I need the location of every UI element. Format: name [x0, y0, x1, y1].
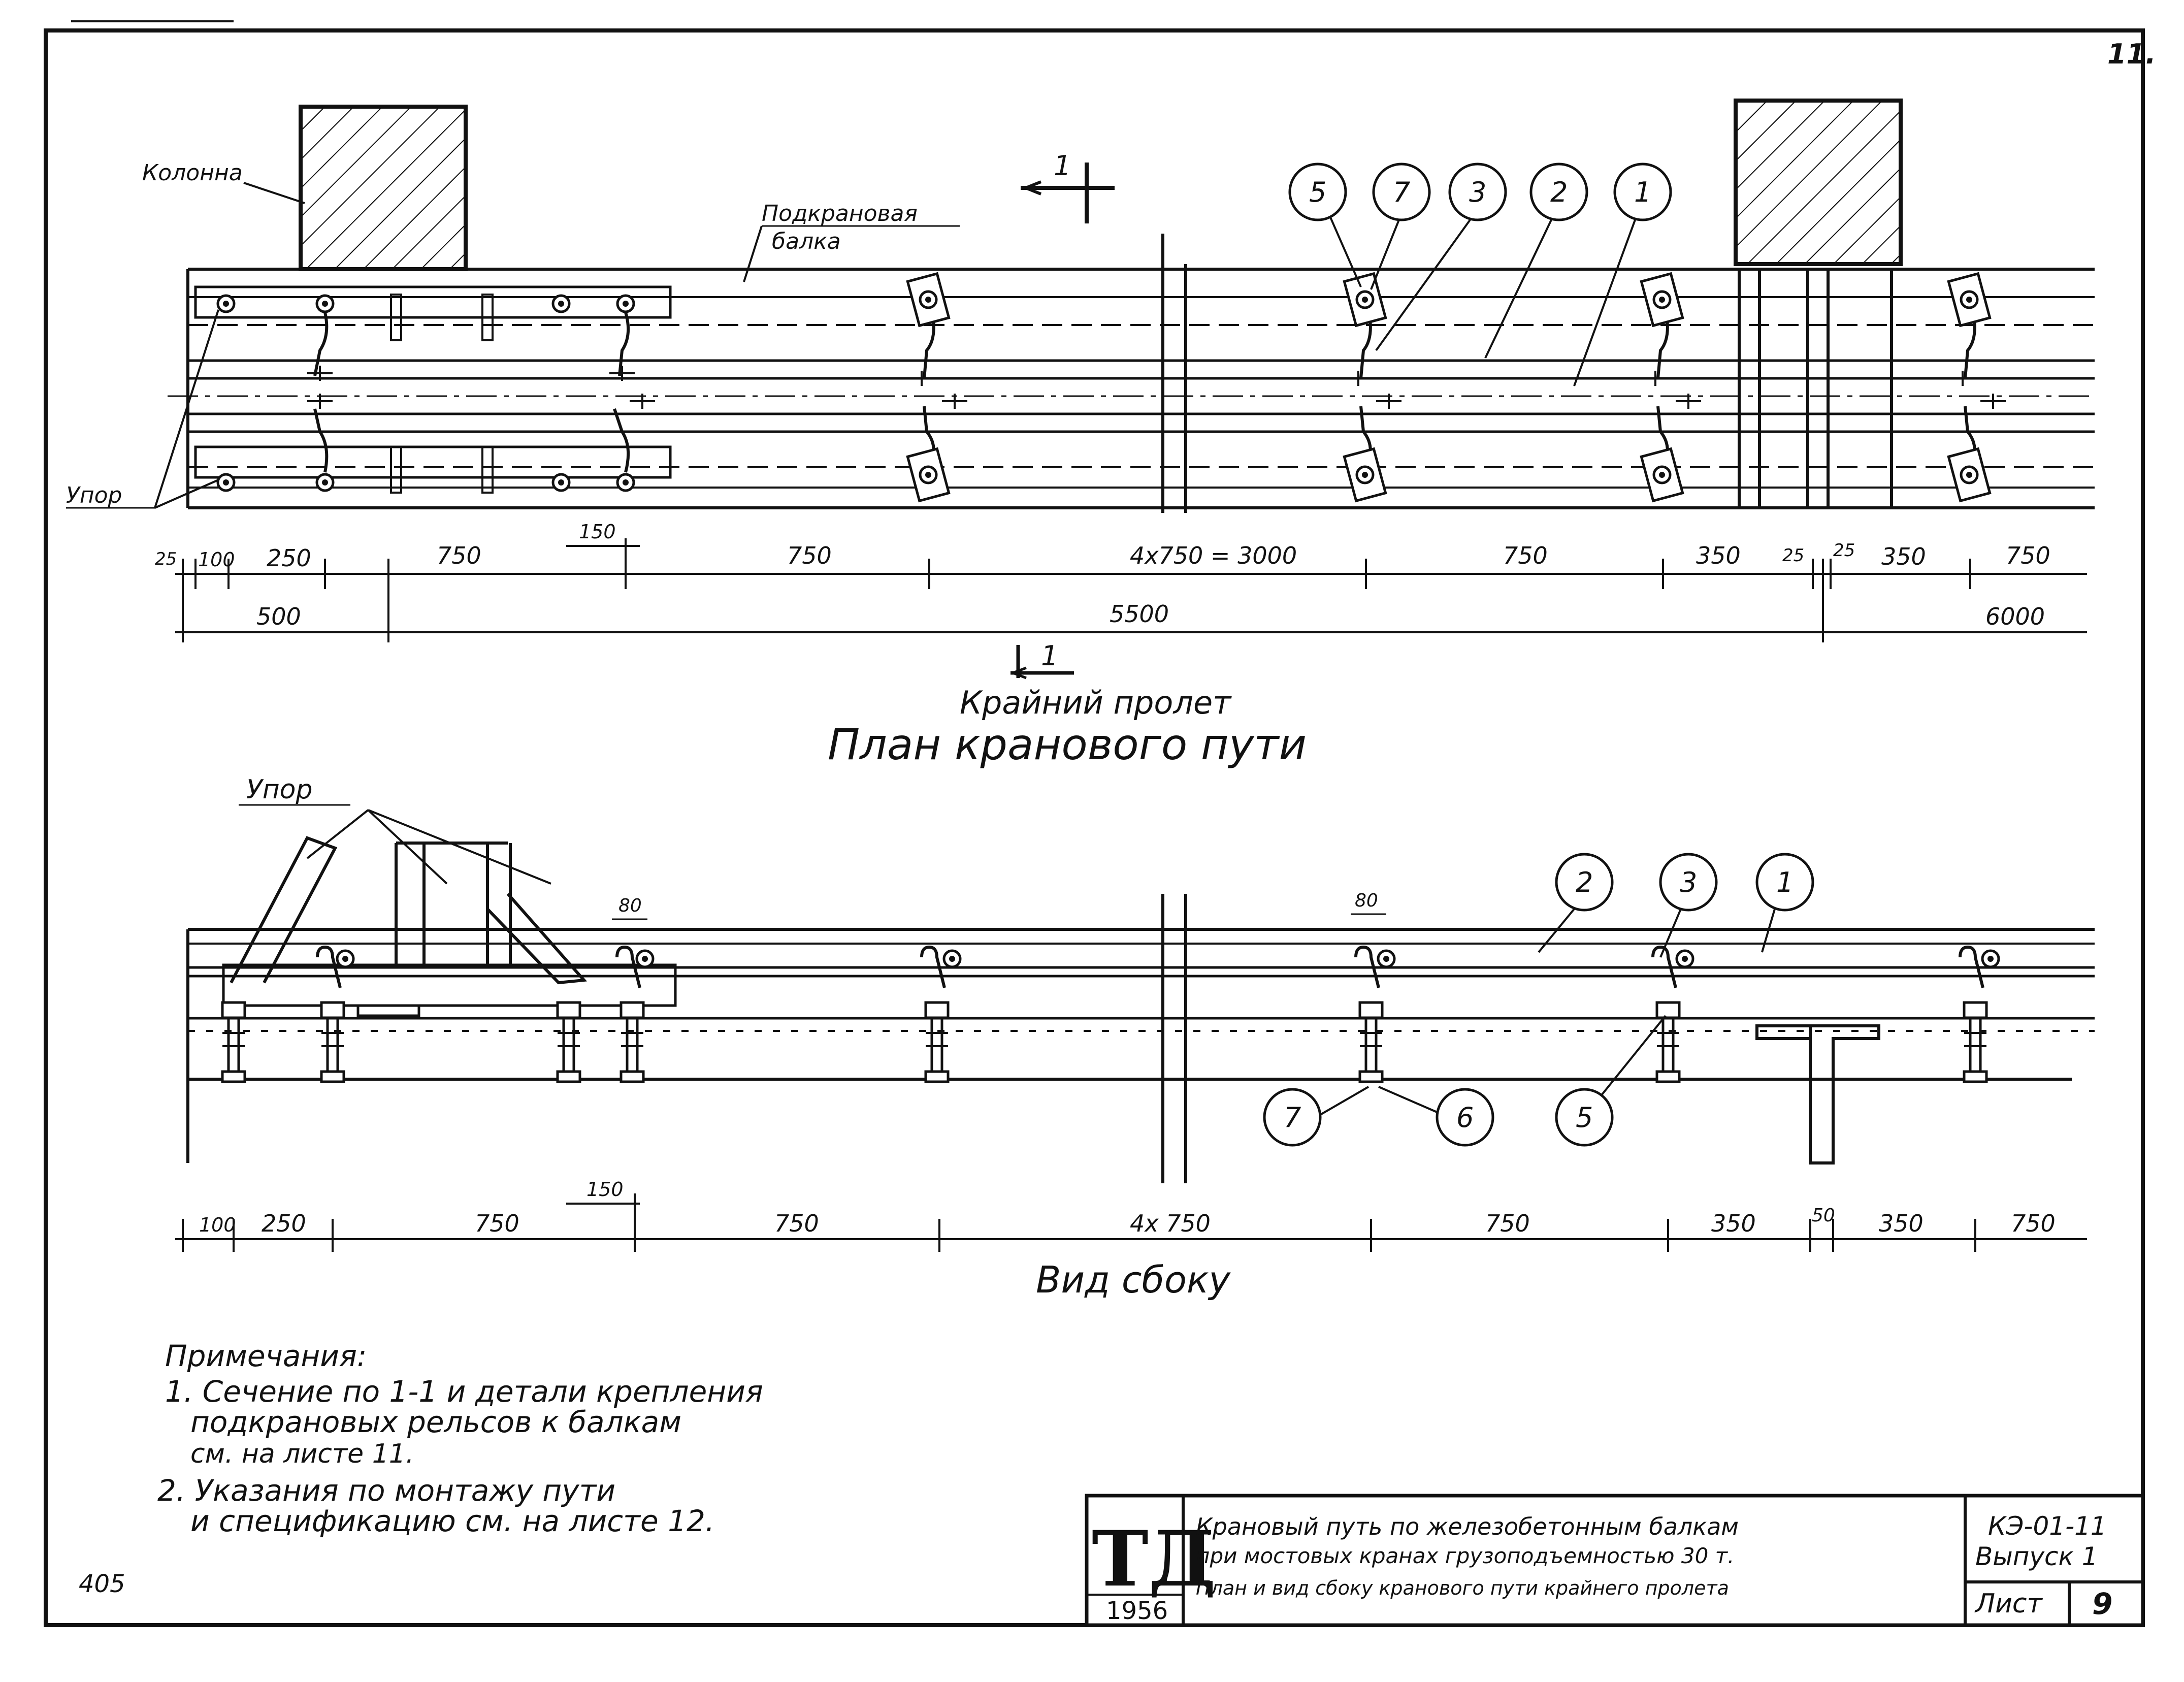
plan-callout-1: 1	[1634, 176, 1651, 208]
svg-text:5500: 5500	[1110, 600, 1169, 628]
note2-line2: и спецификацию см. на листе 12.	[190, 1504, 714, 1538]
svg-text:750: 750	[475, 1210, 519, 1237]
plan-subtitle: Крайний пролет	[960, 684, 1232, 721]
svg-text:750: 750	[437, 542, 481, 569]
svg-text:250: 250	[267, 544, 311, 572]
side-callout-1: 1	[1776, 866, 1794, 898]
anchor-bolts	[222, 1002, 1986, 1082]
plan-view: 1 Колонна Подкрановая балка Упор 5 7 3 2…	[66, 99, 2095, 769]
note2-line1: 2. Указания по монтажу пути	[157, 1473, 615, 1508]
side-title: Вид сбоку	[1036, 1258, 1231, 1301]
section-mark-bottom-label: 1	[1041, 640, 1058, 672]
side-clamps	[316, 945, 1984, 988]
svg-text:150: 150	[579, 521, 616, 543]
svg-text:250: 250	[262, 1210, 306, 1237]
svg-text:25: 25	[1833, 540, 1855, 561]
svg-text:50: 50	[1812, 1205, 1835, 1226]
svg-text:500: 500	[256, 603, 301, 630]
svg-text:4x750 = 3000: 4x750 = 3000	[1130, 542, 1297, 569]
sheet-mark: 11.	[2107, 38, 2156, 70]
side-dims: 100 250 150 750 750 4x 750 750 350 50 35…	[199, 1178, 2056, 1237]
note1-line3: см. на листе 11.	[190, 1439, 414, 1469]
side-stop-label: Упор	[246, 774, 313, 805]
plan-callout-5: 5	[1309, 176, 1326, 208]
plan-title: План кранового пути	[828, 720, 1307, 769]
plan-dimension-lines	[175, 538, 2087, 642]
svg-text:6000: 6000	[1985, 603, 2045, 630]
title-block-sheet-label: Лист	[1974, 1589, 2043, 1619]
beam-label-line1: Подкрановая	[762, 201, 918, 227]
title-block-line2: при мостовых кранах грузоподъемностью 30…	[1196, 1543, 1734, 1568]
svg-text:750: 750	[1503, 542, 1548, 569]
note1-line1: 1. Сечение по 1-1 и детали крепления	[165, 1374, 763, 1409]
svg-text:100: 100	[199, 1214, 236, 1236]
title-block-year: 1956	[1106, 1597, 1168, 1625]
title-block-issue: Выпуск 1	[1975, 1542, 2098, 1571]
notes: Примечания: 1. Сечение по 1-1 и детали к…	[157, 1339, 763, 1538]
section-mark-top-label: 1	[1054, 150, 1071, 182]
section-mark-top	[1021, 163, 1115, 223]
svg-text:150: 150	[586, 1178, 624, 1201]
notes-heading: Примечания:	[165, 1339, 367, 1373]
rail-bolts	[307, 366, 2006, 409]
title-block: ТД 1956 Крановый путь по железобетонным …	[1085, 1494, 2145, 1627]
side-view: Упор 80 80 2 3 1	[175, 774, 2095, 1301]
svg-text:350: 350	[1879, 1210, 1924, 1237]
svg-text:4x 750: 4x 750	[1130, 1210, 1211, 1237]
title-block-sheet-no: 9	[2092, 1587, 2112, 1621]
side-callout-7: 7	[1284, 1102, 1301, 1134]
title-block-line1: Крановый путь по железобетонным балкам	[1196, 1513, 1739, 1540]
svg-text:750: 750	[774, 1210, 819, 1237]
svg-text:350: 350	[1696, 542, 1741, 569]
plan-stop-label: Упор	[66, 482, 122, 508]
svg-text:100: 100	[198, 548, 235, 571]
plan-callout-3: 3	[1469, 176, 1486, 208]
svg-text:750: 750	[2011, 1210, 2056, 1237]
side-dim-80-a: 80	[618, 895, 642, 916]
side-callout-5: 5	[1576, 1102, 1593, 1134]
beam-label-line2: балка	[772, 229, 841, 254]
svg-text:750: 750	[1485, 1210, 1530, 1237]
svg-text:350: 350	[1881, 543, 1926, 570]
column-right	[1734, 99, 1903, 266]
note1-line2: подкрановых рельсов к балкам	[190, 1405, 681, 1439]
page-number: 405	[79, 1570, 125, 1598]
section-mark-bottom	[1010, 645, 1074, 680]
column-left	[299, 105, 468, 271]
svg-text:750: 750	[2006, 542, 2050, 569]
plan-dims-row1: 25 100 250 150 750 750 4x750 = 3000 750 …	[155, 521, 2050, 572]
title-block-line3: План и вид сбоку кранового пути крайнего…	[1196, 1577, 1729, 1599]
side-dim-80-b: 80	[1355, 890, 1378, 911]
title-block-code: КЭ-01-11	[1988, 1511, 2107, 1541]
plan-callouts	[1288, 163, 1672, 386]
svg-text:25: 25	[155, 549, 177, 569]
side-callout-3: 3	[1680, 866, 1697, 898]
plan-callout-2: 2	[1550, 176, 1568, 208]
svg-text:350: 350	[1711, 1210, 1756, 1237]
svg-text:25: 25	[1782, 545, 1804, 566]
column-label: Колонна	[142, 160, 243, 186]
plan-callout-7: 7	[1393, 176, 1410, 208]
side-callout-2: 2	[1576, 866, 1593, 898]
plan-dims-row2: 500 5500 6000	[256, 600, 2045, 630]
side-dimension-lines	[175, 1193, 2087, 1252]
title-block-logo: ТД	[1092, 1514, 1216, 1604]
side-callout-6: 6	[1456, 1102, 1474, 1134]
svg-text:750: 750	[787, 542, 832, 569]
